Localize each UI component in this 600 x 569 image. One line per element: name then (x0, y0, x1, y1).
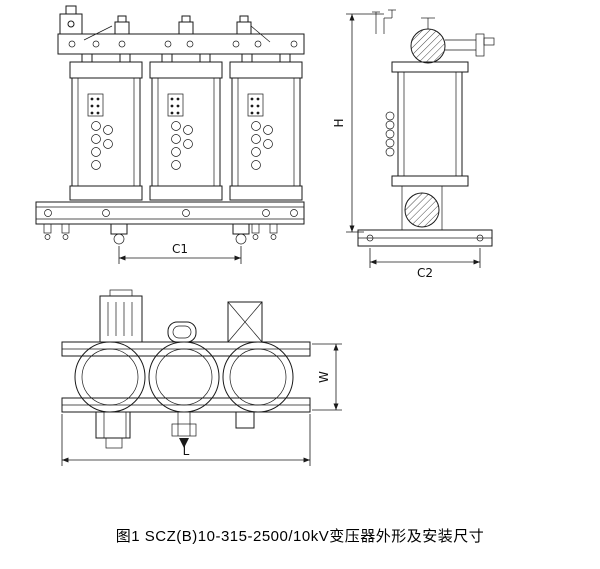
side-view: H C2 (332, 9, 495, 280)
side-base-plate (357, 229, 493, 247)
side-wheel (401, 186, 443, 230)
dim-label-w: W (317, 371, 331, 383)
base-channel (35, 201, 305, 225)
dim-label-c1: C1 (172, 242, 188, 256)
dim-label-c2: C2 (417, 266, 433, 280)
dim-label-h: H (332, 118, 346, 127)
plan-winding-circles (74, 341, 294, 413)
plan-bottom-fittings (95, 411, 255, 449)
plan-right-box (227, 301, 263, 343)
side-body (391, 61, 469, 187)
dimension-l: L (61, 414, 311, 466)
winding-column-3 (229, 53, 303, 201)
dimension-c1: C1 (118, 242, 242, 264)
top-beam (57, 33, 305, 55)
lifting-lug (59, 5, 83, 35)
figure-caption: 图1 SCZ(B)10-315-2500/10kV变压器外形及安装尺寸 (116, 528, 484, 545)
winding-column-1 (69, 53, 143, 201)
plan-junction-box (99, 289, 143, 343)
winding-column-2 (149, 53, 223, 201)
hv-terminal-stubs (83, 15, 271, 43)
plan-bushing-cap (167, 321, 197, 343)
dimension-w: W (312, 343, 342, 411)
plan-view: W L (61, 289, 342, 466)
top-pipes (372, 9, 396, 34)
dim-label-l: L (183, 444, 190, 458)
coil-symbol (385, 111, 395, 157)
front-view: C1 (35, 5, 305, 264)
plan-lower-beam (61, 397, 311, 413)
hatched-fan (410, 17, 495, 64)
feet-and-hooks (43, 223, 278, 245)
dimension-h: H (332, 13, 384, 233)
dimension-c2: C2 (369, 248, 481, 280)
